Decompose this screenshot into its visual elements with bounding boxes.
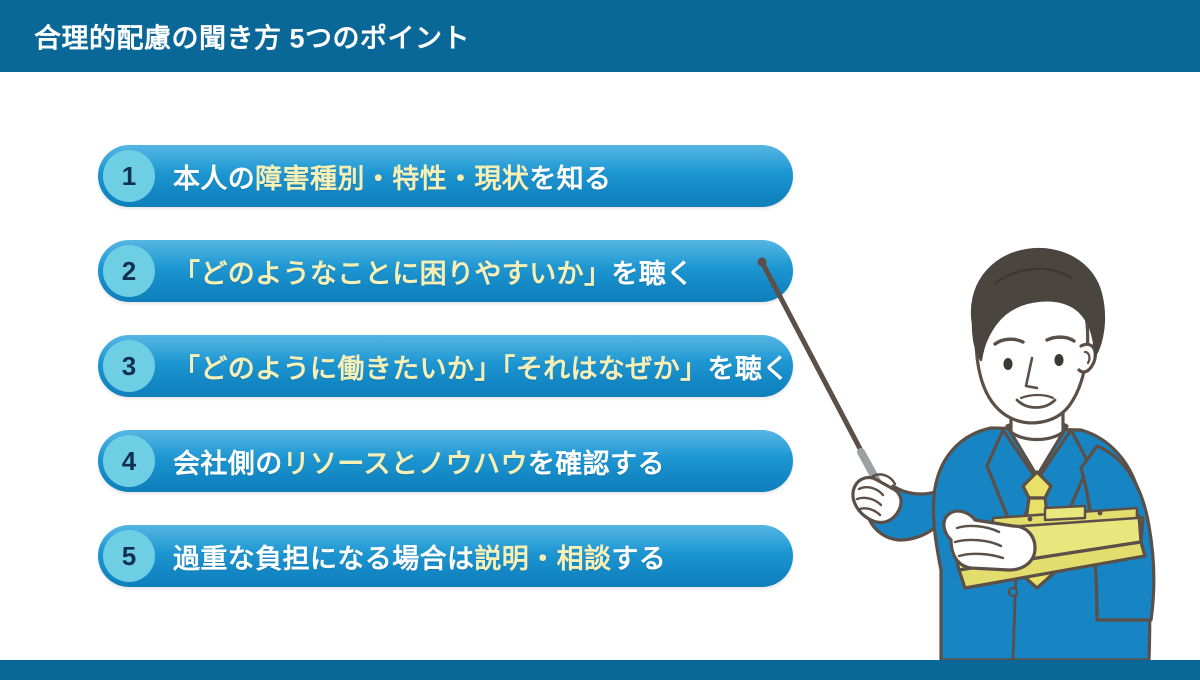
point-row-5: 5 過重な負担になる場合は説明・相談する xyxy=(98,525,793,587)
point-text-5: 過重な負担になる場合は説明・相談する xyxy=(173,525,666,587)
point-text-segment-highlight: 「どのようなことに困りやすいか」 xyxy=(173,258,612,289)
point-number-5: 5 xyxy=(121,541,137,571)
point-text-2: 「どのようなことに困りやすいか」を聴く xyxy=(173,240,694,302)
point-text-segment-highlight: 障害種別・特性・現状 xyxy=(255,163,530,194)
point-number-badge-4: 4 xyxy=(103,435,155,487)
point-text-4: 会社側のリソースとノウハウを確認する xyxy=(173,430,665,492)
point-text-1: 本人の障害種別・特性・現状を知る xyxy=(173,145,611,207)
page-title: 合理的配慮の聞き方 5つのポイント xyxy=(34,23,471,54)
point-row-3: 3 「どのように働きたいか」「それはなぜか」を聴く xyxy=(98,335,793,397)
point-number-badge-5: 5 xyxy=(103,530,155,582)
businessman-with-pointer-illustration xyxy=(745,240,1200,660)
point-text-segment: を知る xyxy=(529,163,612,194)
point-number-badge-2: 2 xyxy=(103,245,155,297)
point-text-segment: 会社側の xyxy=(173,448,283,479)
holding-hand xyxy=(942,509,1037,572)
point-text-segment: 過重な負担になる場合は xyxy=(173,543,475,574)
point-number-1: 1 xyxy=(121,161,137,191)
point-number-3: 3 xyxy=(121,351,137,381)
point-number-badge-3: 3 xyxy=(103,340,155,392)
footer-bar xyxy=(0,660,1200,680)
pointing-hand xyxy=(851,473,903,524)
point-text-3: 「どのように働きたいか」「それはなぜか」を聴く xyxy=(173,335,790,397)
point-text-segment: を聴く xyxy=(611,258,694,289)
point-text-segment: 本人の xyxy=(173,163,256,194)
point-number-2: 2 xyxy=(121,256,137,286)
point-row-2: 2 「どのようなことに困りやすいか」を聴く xyxy=(98,240,793,302)
point-text-segment: を聴く xyxy=(707,353,790,384)
header-bar: 合理的配慮の聞き方 5つのポイント xyxy=(0,0,1200,72)
point-row-1: 1 本人の障害種別・特性・現状を知る xyxy=(98,145,793,207)
point-text-segment-highlight: 「どのように働きたいか」「それはなぜか」 xyxy=(173,353,708,384)
point-text-segment: する xyxy=(611,543,667,574)
point-text-segment-highlight: 説明・相談 xyxy=(474,543,612,574)
point-number-badge-1: 1 xyxy=(103,150,155,202)
point-text-segment-highlight: リソースとノウハウ xyxy=(282,448,528,479)
point-text-segment: を確認する xyxy=(527,448,665,479)
point-number-4: 4 xyxy=(121,446,137,476)
points-list: 1 本人の障害種別・特性・現状を知る 2 「どのようなことに困りやすいか」を聴く… xyxy=(98,145,798,620)
point-row-4: 4 会社側のリソースとノウハウを確認する xyxy=(98,430,793,492)
